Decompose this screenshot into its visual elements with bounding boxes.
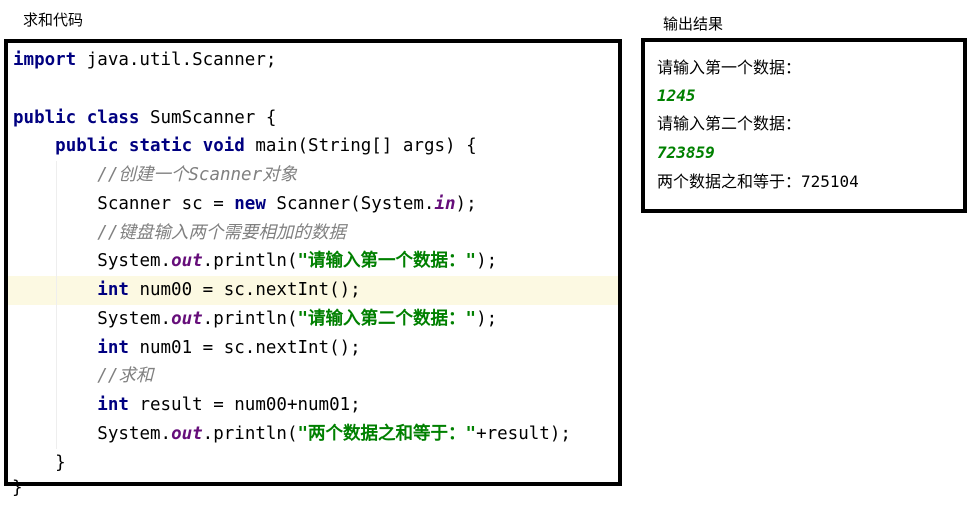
code-line-9-highlighted: int num00 = sc.nextInt(); bbox=[8, 276, 618, 305]
code-text: System. bbox=[97, 251, 172, 272]
keyword: new bbox=[234, 193, 266, 214]
code-line-2 bbox=[13, 75, 618, 104]
code-text: ); bbox=[476, 308, 498, 329]
code-line-8: System.out.println("请输入第一个数据："); bbox=[13, 247, 618, 276]
keyword: int bbox=[97, 395, 129, 415]
code-text: SumScanner { bbox=[139, 107, 277, 128]
output-result-value: 725104 bbox=[801, 172, 859, 191]
code-line-14: System.out.println("两个数据之和等于："+result); bbox=[13, 419, 618, 449]
code-text: num00 = sc.nextInt(); bbox=[128, 280, 361, 300]
keyword: public bbox=[13, 107, 77, 128]
code-line-7: //键盘输入两个需要相加的数据 bbox=[13, 218, 618, 248]
code-line-6: Scanner sc = new Scanner(System.in); bbox=[13, 189, 618, 219]
code-line-11: int num01 = sc.nextInt(); bbox=[13, 333, 618, 363]
code-text: ); bbox=[455, 193, 477, 214]
output-prompt-1: 请输入第一个数据： bbox=[657, 58, 802, 77]
string-literal: "请输入第一个数据：" bbox=[297, 251, 477, 272]
code-line-13: int result = num00+num01; bbox=[13, 391, 618, 420]
code-line-10: System.out.println("请输入第二个数据："); bbox=[13, 304, 618, 334]
string-literal: "请输入第二个数据：" bbox=[297, 308, 477, 329]
code-line-1: import java.util.Scanner; bbox=[13, 46, 618, 75]
string-literal: "两个数据之和等于：" bbox=[297, 423, 477, 444]
code-text: result = num00+num01; bbox=[128, 395, 361, 415]
output-caption: 输出结果 bbox=[663, 15, 724, 33]
code-text: ); bbox=[476, 251, 498, 272]
keyword: int bbox=[97, 337, 129, 358]
code-text: .println( bbox=[202, 423, 298, 444]
code-text: Scanner(System. bbox=[265, 193, 435, 214]
static-field: out bbox=[171, 308, 203, 329]
code-comment: //求和 bbox=[97, 366, 154, 387]
output-prompt-2: 请输入第二个数据： bbox=[657, 114, 802, 133]
static-field: out bbox=[171, 423, 203, 444]
code-line-3: public class SumScanner { bbox=[13, 104, 618, 133]
keyword: class bbox=[86, 107, 140, 128]
output-input-1: 1245 bbox=[657, 86, 696, 105]
code-editor: import java.util.Scanner; public class S… bbox=[8, 46, 618, 478]
static-field: out bbox=[171, 251, 203, 272]
code-text: .println( bbox=[202, 308, 298, 329]
code-text: } bbox=[55, 452, 66, 473]
indent-guide bbox=[56, 362, 57, 391]
indent-guide bbox=[56, 161, 57, 190]
keyword: int bbox=[97, 280, 129, 300]
code-line-4: public static void main(String[] args) { bbox=[13, 132, 618, 161]
keyword: static bbox=[128, 136, 193, 157]
class-closing-brace: } bbox=[12, 478, 23, 498]
keyword: void bbox=[202, 136, 245, 157]
static-field: in bbox=[434, 193, 456, 214]
keyword: public bbox=[55, 136, 119, 157]
code-line-12: //求和 bbox=[13, 362, 618, 391]
code-text: Scanner sc = bbox=[97, 193, 235, 214]
indent-guide bbox=[56, 419, 57, 449]
indent-guide bbox=[56, 247, 57, 276]
code-line-15: } bbox=[13, 449, 618, 478]
indent-guide bbox=[56, 391, 57, 420]
code-caption: 求和代码 bbox=[23, 11, 84, 29]
output-result-line: 两个数据之和等于：725104 bbox=[657, 168, 859, 196]
code-text: System. bbox=[97, 308, 172, 329]
code-text: java.util.Scanner; bbox=[76, 50, 277, 70]
code-text: .println( bbox=[202, 251, 298, 272]
code-text: System. bbox=[97, 423, 172, 444]
indent-guide bbox=[56, 218, 57, 248]
output-result-label: 两个数据之和等于： bbox=[657, 172, 802, 191]
code-panel: import java.util.Scanner; public class S… bbox=[4, 39, 622, 486]
code-comment: //创建一个Scanner对象 bbox=[97, 165, 298, 185]
indent-guide bbox=[56, 276, 57, 305]
output-panel: 请输入第一个数据： 1245 请输入第二个数据： 723859 两个数据之和等于… bbox=[641, 38, 967, 213]
indent-guide bbox=[56, 189, 57, 219]
output-input-2: 723859 bbox=[657, 143, 715, 162]
keyword: import bbox=[13, 50, 77, 70]
code-text: +result); bbox=[476, 423, 571, 444]
code-line-5: //创建一个Scanner对象 bbox=[13, 161, 618, 190]
code-text: main(String[] args) { bbox=[244, 136, 477, 157]
indent-guide bbox=[56, 333, 57, 363]
indent-guide bbox=[56, 304, 57, 334]
code-text: num01 = sc.nextInt(); bbox=[128, 337, 361, 358]
code-comment: //键盘输入两个需要相加的数据 bbox=[97, 222, 346, 243]
